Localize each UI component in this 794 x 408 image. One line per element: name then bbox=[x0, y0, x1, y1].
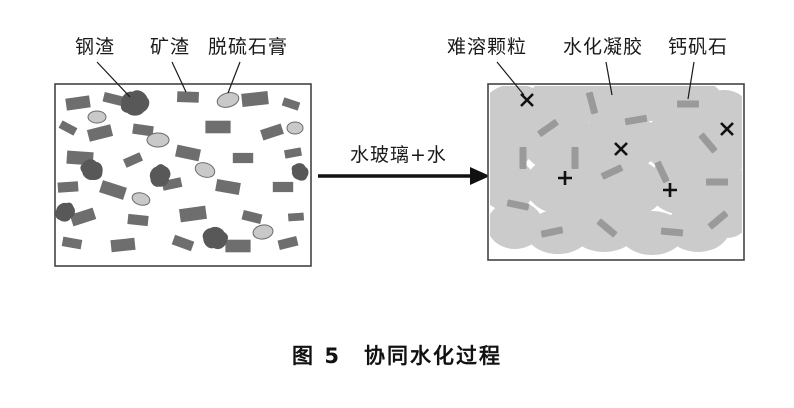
hydration-gel-cloud bbox=[490, 86, 742, 255]
label-mineral-slag: 矿渣 bbox=[150, 36, 191, 58]
leader-lines-after bbox=[496, 61, 695, 100]
label-water-glass-plus-water: 水玻璃+水 bbox=[350, 144, 447, 166]
label-insoluble-particles: 难溶颗粒 bbox=[447, 36, 528, 58]
label-steel-slag: 钢渣 bbox=[75, 36, 116, 58]
label-hydration-gel: 水化凝胶 bbox=[563, 36, 644, 58]
figure-caption: 图 5 协同水化过程 bbox=[292, 344, 502, 368]
particles-gypsum bbox=[87, 92, 304, 240]
leader-lines-before bbox=[96, 61, 241, 98]
process-arrow bbox=[318, 167, 490, 185]
label-ettringite: 钙矾石 bbox=[668, 36, 729, 58]
label-desulfurization-gypsum: 脱硫石膏 bbox=[208, 36, 289, 58]
